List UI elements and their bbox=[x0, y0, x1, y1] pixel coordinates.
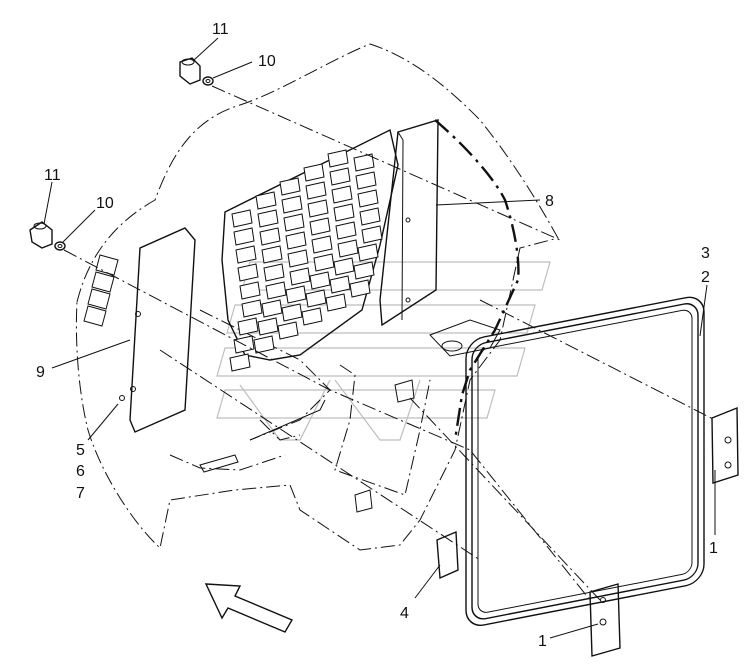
grille-louver bbox=[231, 209, 253, 228]
grille-louver bbox=[277, 321, 299, 340]
grille-louver bbox=[303, 163, 325, 182]
grille-louver bbox=[357, 189, 379, 208]
callout-3: 3 bbox=[701, 245, 710, 262]
assembly-axes bbox=[63, 85, 716, 601]
washer-upper bbox=[202, 76, 214, 86]
callout-10-lower: 10 bbox=[96, 195, 114, 212]
grille-louver bbox=[329, 275, 351, 294]
grille-louver bbox=[289, 267, 311, 286]
knob-upper bbox=[179, 57, 201, 85]
rear-cab-panel bbox=[75, 43, 559, 551]
grille-louver bbox=[235, 245, 257, 264]
callout-7: 7 bbox=[76, 485, 85, 502]
callout-6: 6 bbox=[76, 463, 85, 480]
grille-louver bbox=[353, 261, 375, 280]
left-side-panel bbox=[119, 227, 196, 433]
louver-grille bbox=[221, 128, 399, 372]
grille-louver bbox=[255, 191, 277, 210]
washer-lower bbox=[54, 241, 66, 251]
grille-louver bbox=[311, 235, 333, 254]
callout-8: 8 bbox=[545, 193, 554, 210]
grille-louver bbox=[329, 167, 351, 186]
grille-louver bbox=[287, 249, 309, 268]
grille-louver bbox=[327, 149, 349, 168]
grille-louver bbox=[261, 299, 283, 318]
grille-louver bbox=[239, 281, 261, 300]
seal-piece bbox=[436, 530, 459, 580]
grille-louver bbox=[309, 217, 331, 236]
grille-louver bbox=[357, 243, 379, 262]
grille-louver bbox=[309, 271, 331, 290]
grille-louver bbox=[285, 285, 307, 304]
grille-louver bbox=[353, 153, 375, 172]
grille-louver bbox=[253, 335, 275, 354]
grille-louver bbox=[261, 245, 283, 264]
grille-louver bbox=[259, 227, 281, 246]
grille-louver bbox=[305, 181, 327, 200]
callout-11-lower: 11 bbox=[44, 167, 61, 184]
grille-louver bbox=[301, 307, 323, 326]
grille-louver bbox=[283, 213, 305, 232]
grille-louver bbox=[305, 289, 327, 308]
callout-2: 2 bbox=[701, 269, 710, 286]
grille-louver bbox=[257, 317, 279, 336]
callout-10-upper: 10 bbox=[258, 53, 276, 70]
callout-1-lower: 1 bbox=[538, 633, 547, 650]
grille-louver bbox=[333, 257, 355, 276]
grille-louver bbox=[355, 171, 377, 190]
grille-louver bbox=[313, 253, 335, 272]
grille-louver bbox=[361, 225, 383, 244]
grille-louver bbox=[237, 263, 259, 282]
grille-louver bbox=[325, 293, 347, 312]
grille-louver bbox=[229, 353, 251, 372]
watermark-logo bbox=[216, 261, 551, 441]
grille-louver bbox=[335, 221, 357, 240]
direction-arrow bbox=[204, 583, 294, 633]
callout-1-upper: 1 bbox=[709, 540, 718, 557]
grille-louver bbox=[333, 203, 355, 222]
grille-louver bbox=[237, 317, 259, 336]
grille-louver bbox=[359, 207, 381, 226]
grille-louver bbox=[307, 199, 329, 218]
grille-louver bbox=[281, 303, 303, 322]
callout-11-upper: 11 bbox=[212, 21, 229, 38]
grille-louver bbox=[331, 185, 353, 204]
callout-labels: 11 10 11 10 8 3 2 9 5 6 7 1 4 1 bbox=[36, 21, 718, 650]
small-vent bbox=[83, 254, 119, 327]
window-glass bbox=[465, 296, 705, 626]
grille-louver bbox=[281, 195, 303, 214]
grille-louver bbox=[337, 239, 359, 258]
centre-bracket bbox=[199, 319, 501, 513]
right-side-panel bbox=[379, 119, 439, 327]
leader-lines bbox=[43, 37, 716, 639]
grille-louver bbox=[349, 279, 371, 298]
hinge-bracket-upper bbox=[711, 406, 739, 484]
grille-louver bbox=[265, 281, 287, 300]
grille-louver bbox=[257, 209, 279, 228]
callout-9: 9 bbox=[36, 364, 45, 381]
grille-louver bbox=[263, 263, 285, 282]
callout-4: 4 bbox=[400, 605, 409, 622]
grille-louver bbox=[285, 231, 307, 250]
hinge-bracket-lower bbox=[589, 583, 621, 657]
callout-5: 5 bbox=[76, 442, 85, 459]
grille-louver bbox=[233, 227, 255, 246]
knob-lower bbox=[29, 221, 53, 249]
grille-louver bbox=[241, 299, 263, 318]
grille-louver bbox=[279, 177, 301, 196]
